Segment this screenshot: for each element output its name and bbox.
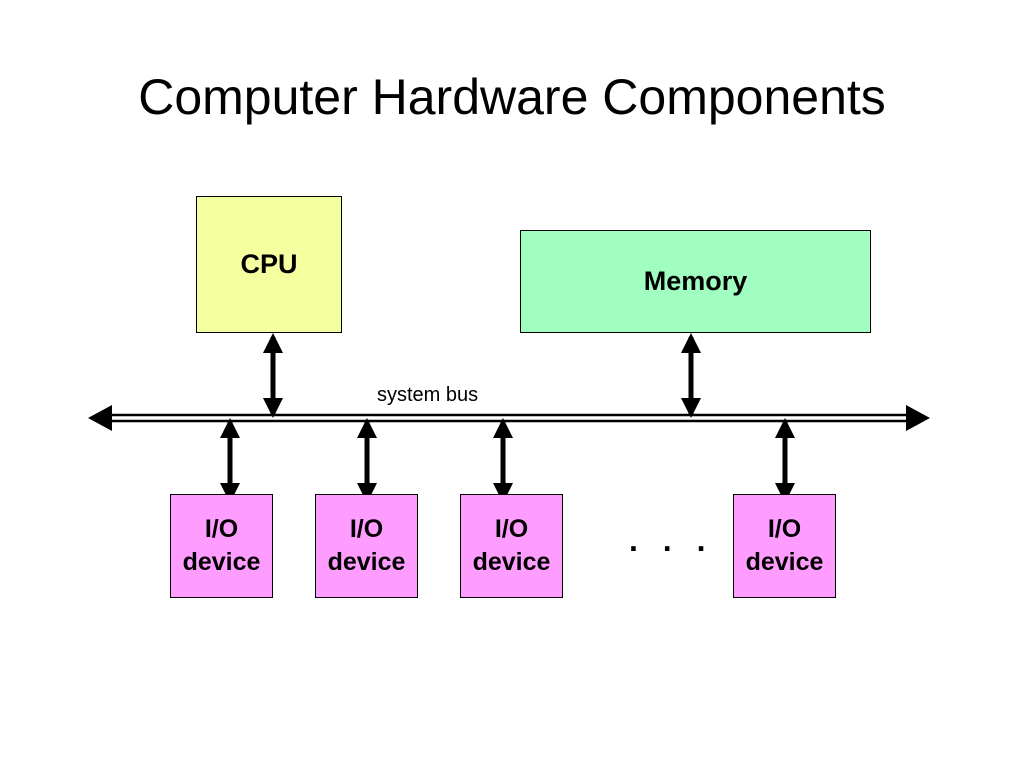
diagram-title: Computer Hardware Components [138,69,886,125]
io-device-line1: I/O [349,515,384,543]
bus-right-arrowhead [906,405,930,431]
io-device-line2: device [745,548,824,576]
system-bus-label: system bus [377,384,479,406]
more-devices-ellipsis: . . . [629,522,714,558]
io-device-line1: I/O [204,515,239,543]
io-device-line2: device [327,548,406,576]
io-device-line2: device [182,548,261,576]
cpu-box: CPU [196,196,342,333]
system-bus [88,405,930,431]
io-device-box: I/O device [733,494,836,598]
memory-box: Memory [520,230,871,333]
io-device-line1: I/O [494,515,529,543]
io-device-box: I/O device [315,494,418,598]
io-device-line1: I/O [767,515,802,543]
bus-left-arrowhead [88,405,112,431]
io-device-box: I/O device [460,494,563,598]
io-device-line2: device [472,548,551,576]
memory-label: Memory [643,266,748,296]
cpu-label: CPU [240,249,298,279]
io-device-box: I/O device [170,494,273,598]
